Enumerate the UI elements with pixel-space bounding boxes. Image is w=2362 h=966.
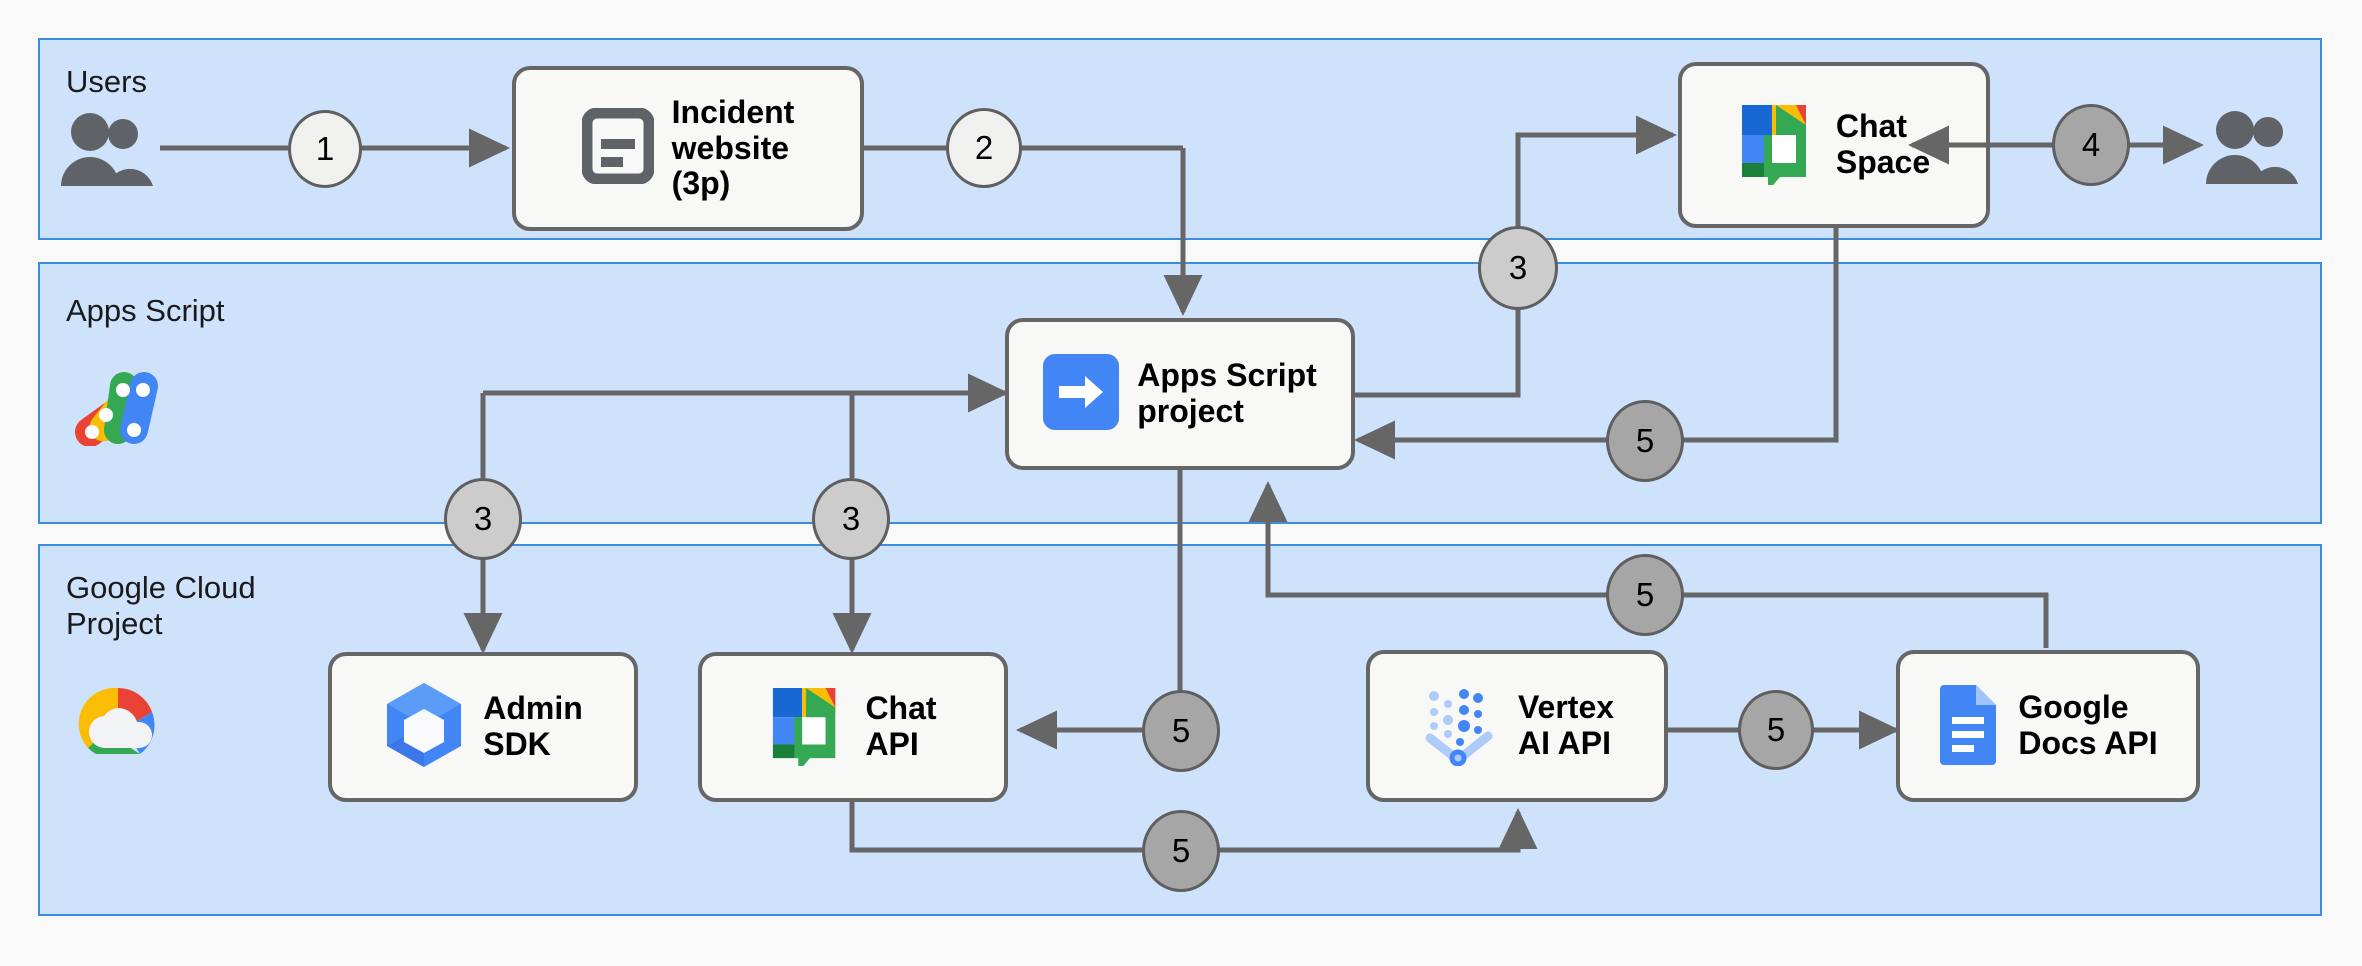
node-apps-script-project[interactable]: Apps Script project (1005, 318, 1355, 470)
step-badge-5-docs: 5 (1738, 690, 1814, 770)
band-title-google-cloud: Google Cloud Project (66, 570, 256, 641)
apps-script-project-icon (1043, 353, 1120, 435)
node-label: Chat API (865, 690, 937, 762)
node-chat-space[interactable]: Chat Space (1678, 62, 1990, 228)
step-badge-5-chat-api: 5 (1142, 690, 1220, 772)
node-label: Vertex AI API (1517, 689, 1615, 761)
node-label: Admin SDK (483, 690, 583, 762)
step-badge-3-chat-space: 3 (1478, 226, 1558, 310)
node-admin-sdk[interactable]: Admin SDK (328, 652, 638, 802)
node-label: Google Docs API (2018, 689, 2158, 761)
admin-sdk-logo (383, 681, 465, 774)
node-google-docs-api[interactable]: Google Docs API (1896, 650, 2200, 802)
node-label: Incident website (3p) (671, 93, 795, 202)
google-docs-logo (1938, 683, 2000, 770)
users-group-icon-left (55, 110, 160, 195)
band-title-users: Users (66, 64, 147, 99)
band-title-apps-script: Apps Script (66, 293, 225, 328)
node-label: Apps Script project (1137, 357, 1317, 429)
step-badge-3-admin-sdk: 3 (444, 478, 522, 560)
node-chat-api[interactable]: Chat API (698, 652, 1008, 802)
step-badge-3-chat-api: 3 (812, 478, 890, 560)
users-group-icon-right (2200, 108, 2305, 193)
step-badge-5-vertex: 5 (1142, 810, 1220, 892)
vertex-ai-logo (1420, 682, 1500, 771)
step-badge-4: 4 (2052, 104, 2130, 186)
web-page-icon (581, 107, 655, 189)
node-incident-website[interactable]: Incident website (3p) (512, 66, 864, 231)
step-badge-1: 1 (288, 110, 362, 188)
step-badge-5-chat-space-return: 5 (1606, 400, 1684, 482)
google-chat-logo (769, 684, 847, 772)
node-label: Chat Space (1835, 108, 1931, 180)
node-vertex-ai-api[interactable]: Vertex AI API (1366, 650, 1668, 802)
google-chat-logo (1738, 101, 1818, 191)
step-badge-5-docs-return: 5 (1606, 554, 1684, 636)
step-badge-2: 2 (946, 108, 1022, 188)
google-cloud-logo (66, 682, 170, 771)
apps-script-logo (62, 368, 167, 451)
